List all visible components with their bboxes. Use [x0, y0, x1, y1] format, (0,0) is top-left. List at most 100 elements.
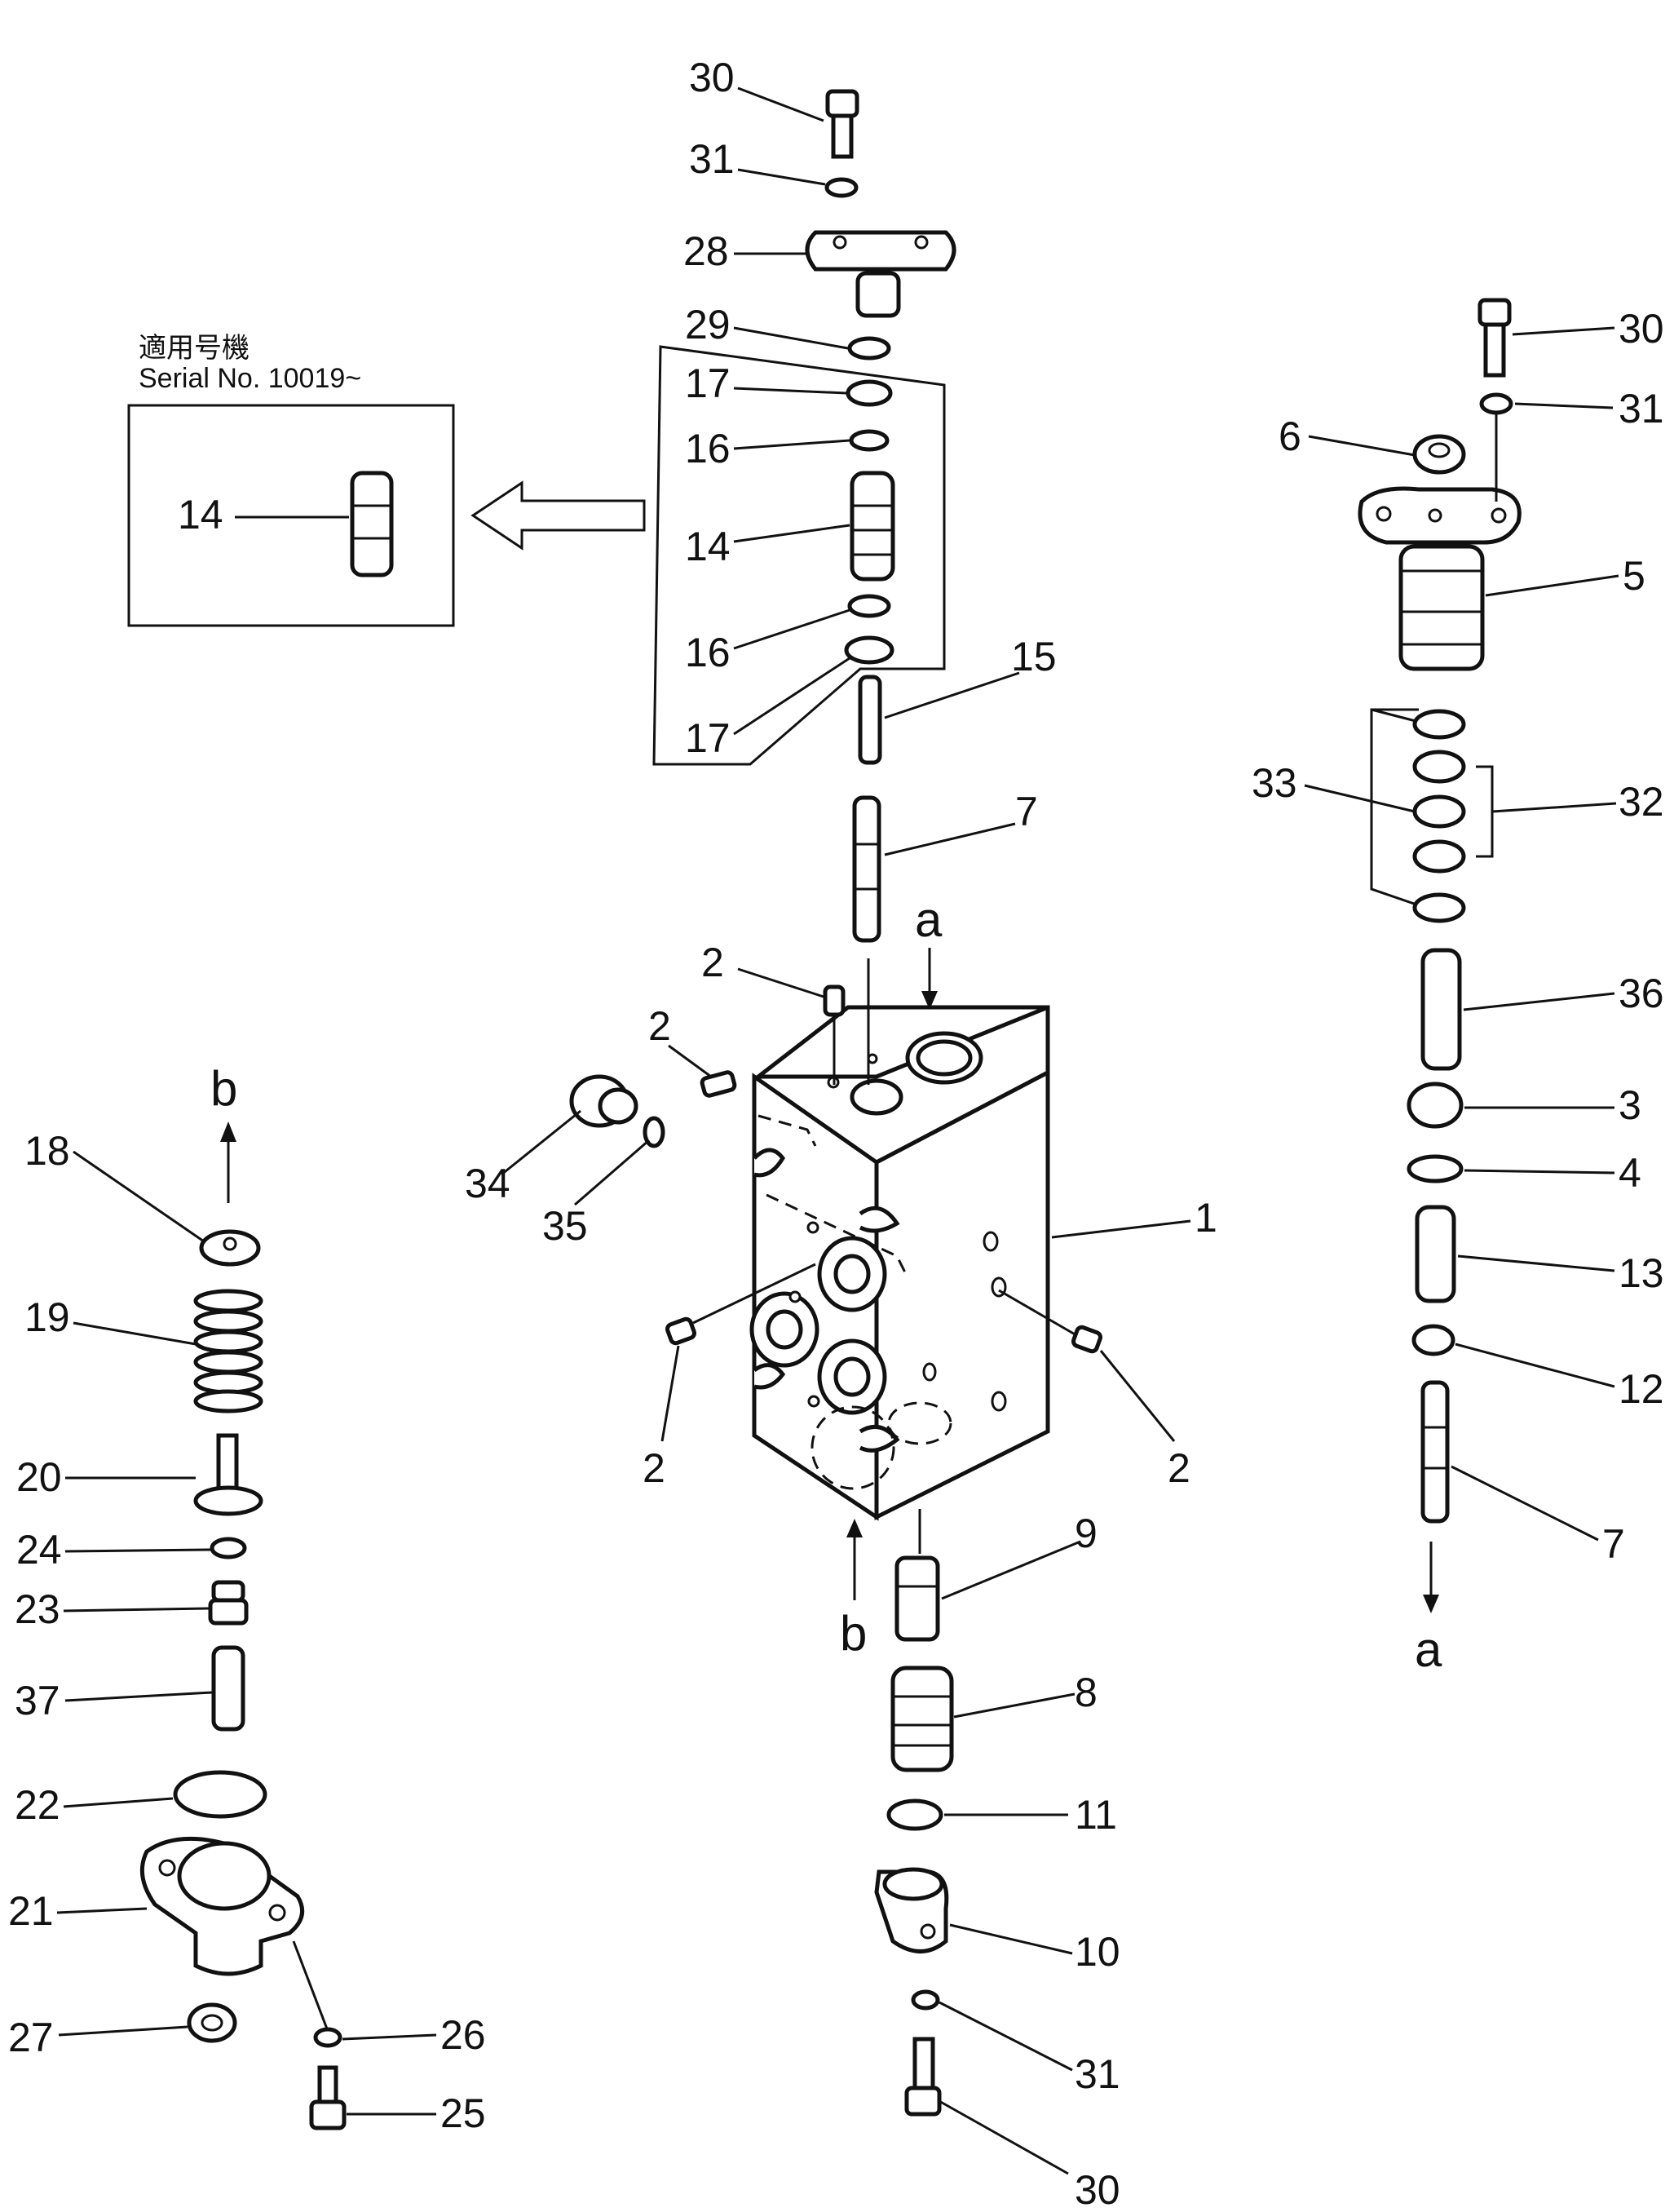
callout-12: 12 — [1619, 1366, 1664, 1412]
plug-2-left-top — [700, 1070, 737, 1098]
oring-22 — [173, 1770, 267, 1819]
callout-30-right: 30 — [1619, 306, 1664, 352]
callout-2-top: 2 — [701, 940, 724, 985]
ring-17-lower — [844, 635, 894, 665]
retainer-12 — [1411, 1324, 1455, 1356]
callout-30-top: 30 — [689, 55, 735, 100]
callout-29: 29 — [685, 302, 731, 347]
spring-36 — [1420, 948, 1462, 1071]
oring-35 — [643, 1116, 665, 1148]
spring-19 — [193, 1289, 263, 1413]
washer-31-bottom — [911, 1989, 940, 2011]
washer-31-top — [824, 177, 859, 198]
callout-21: 21 — [8, 1888, 54, 1934]
plug-34 — [569, 1074, 638, 1128]
inset-box — [127, 404, 455, 627]
callout-32: 32 — [1619, 779, 1664, 825]
oring-11 — [886, 1798, 943, 1831]
callout-11: 11 — [1075, 1792, 1117, 1838]
nut-6 — [1412, 434, 1466, 475]
plug-2-left-bottom — [665, 1316, 697, 1346]
callout-17-upper: 17 — [685, 361, 731, 406]
cap-18 — [199, 1229, 261, 1267]
oring-24 — [210, 1537, 247, 1559]
ring-33-lower — [1412, 892, 1466, 923]
callout-2-left-bottom: 2 — [643, 1445, 665, 1491]
inset-serial-label: Serial No. 10019~ — [139, 363, 361, 394]
ring-33-middle — [1412, 794, 1466, 829]
oring-4 — [1407, 1154, 1464, 1183]
callout-25: 25 — [440, 2090, 486, 2136]
cover-10 — [874, 1867, 949, 1953]
callout-16-upper: 16 — [685, 426, 731, 471]
seal-kit-bracket — [652, 345, 946, 766]
callout-20: 20 — [16, 1454, 62, 1500]
callout-9: 9 — [1075, 1511, 1098, 1556]
inset-part-14 — [350, 471, 394, 577]
callout-7-center: 7 — [1015, 789, 1038, 834]
callout-37: 37 — [15, 1678, 60, 1723]
oring-16-upper — [849, 429, 890, 452]
callout-10: 10 — [1075, 1929, 1120, 1975]
callout-4: 4 — [1619, 1150, 1641, 1196]
callout-28: 28 — [683, 228, 729, 274]
callout-27: 27 — [8, 2015, 54, 2060]
callout-7-right: 7 — [1602, 1521, 1625, 1567]
callout-6: 6 — [1279, 414, 1301, 459]
bolt-30-top — [825, 89, 859, 159]
spool-7-center — [852, 795, 881, 943]
callout-36: 36 — [1619, 971, 1664, 1016]
spring-37 — [211, 1645, 245, 1732]
flow-mark-a-top: a — [915, 892, 943, 947]
flow-mark-b-top: b — [210, 1061, 237, 1116]
callout-31-top: 31 — [689, 136, 735, 182]
plug-2-top — [823, 984, 846, 1017]
oring-16-lower — [847, 594, 891, 618]
seal-set-bracket — [1370, 708, 1420, 907]
bolt-30-bottom — [904, 2037, 942, 2117]
callout-30-bottom: 30 — [1075, 2167, 1120, 2212]
plug-2-right-bottom — [1071, 1325, 1103, 1354]
callout-3: 3 — [1619, 1082, 1641, 1128]
callout-1: 1 — [1195, 1195, 1217, 1241]
callout-8: 8 — [1075, 1670, 1098, 1715]
callout-17-lower: 17 — [685, 715, 731, 761]
bolt-30-right — [1477, 298, 1512, 378]
cover-21 — [139, 1836, 305, 1976]
nut-27 — [187, 2002, 237, 2043]
valve-8 — [890, 1666, 954, 1772]
callout-16-lower: 16 — [685, 630, 731, 675]
washer-31-right — [1479, 392, 1513, 415]
callout-31-right: 31 — [1619, 386, 1664, 431]
inset-applicability-label: 適用号機 — [139, 333, 250, 364]
pin-15 — [858, 675, 882, 765]
flow-mark-b-bottom: b — [840, 1606, 867, 1661]
cover-5 — [1358, 486, 1522, 671]
callout-35: 35 — [542, 1203, 588, 1249]
oring-32-lower — [1412, 839, 1466, 874]
callout-33: 33 — [1252, 760, 1297, 806]
ring-17-upper — [846, 379, 893, 407]
bolt-25 — [309, 2065, 347, 2130]
retainer-20 — [193, 1433, 263, 1516]
seat-3 — [1407, 1082, 1464, 1129]
piston-9 — [894, 1555, 940, 1642]
callout-5: 5 — [1623, 553, 1645, 599]
callout-19: 19 — [24, 1294, 70, 1340]
callout-2-right-bottom: 2 — [1168, 1445, 1190, 1491]
inset-pointer-arrow — [470, 480, 646, 551]
callout-13: 13 — [1619, 1250, 1664, 1296]
callout-34: 34 — [465, 1161, 510, 1206]
callout-26: 26 — [440, 2012, 486, 2058]
ring-33-upper — [1412, 709, 1466, 740]
callout-2-left-top: 2 — [648, 1003, 671, 1049]
inset-callout-14: 14 — [178, 492, 223, 538]
callout-24: 24 — [16, 1527, 62, 1573]
cover-28 — [805, 230, 956, 318]
valve-body-1 — [749, 1005, 1050, 1521]
callout-18: 18 — [24, 1128, 70, 1174]
callout-14: 14 — [685, 524, 731, 569]
screw-23 — [208, 1580, 249, 1626]
valve-14 — [850, 471, 895, 582]
